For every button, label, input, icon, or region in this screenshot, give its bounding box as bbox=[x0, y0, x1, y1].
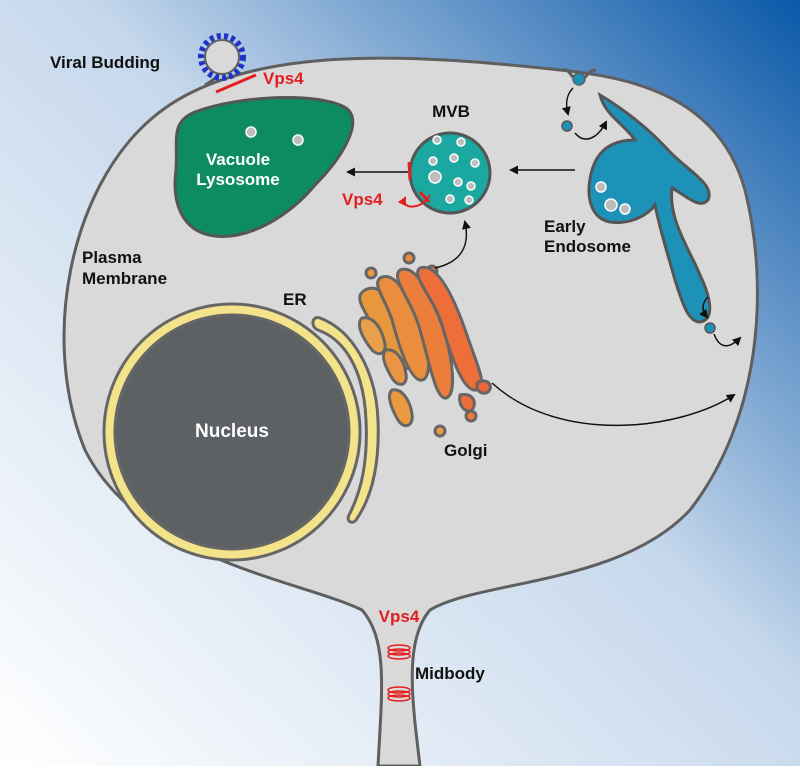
recycling-vesicle bbox=[704, 322, 716, 334]
vacuole-vesicle bbox=[245, 126, 257, 138]
label-vps4-top: Vps4 bbox=[263, 69, 304, 88]
endosome-vesicle bbox=[619, 203, 631, 215]
golgi-to-mvb-arrow bbox=[434, 220, 471, 269]
golgi-to-membrane-arrow bbox=[491, 382, 736, 427]
vps4-bar-mvb bbox=[407, 161, 412, 181]
er-cisterna bbox=[311, 316, 380, 524]
label-lysosome: Lysosome bbox=[196, 170, 279, 189]
endosome-vesicle bbox=[604, 198, 618, 212]
label-viral-budding: Viral Budding bbox=[50, 53, 160, 72]
trafficking-arrows bbox=[346, 87, 742, 427]
viral-coat bbox=[198, 33, 246, 81]
vesicle-to-endosome-arrow bbox=[574, 120, 607, 140]
label-vps4-midbody: Vps4 bbox=[379, 607, 420, 626]
endocytosis-arrow bbox=[561, 87, 574, 116]
label-nucleus: Nucleus bbox=[195, 421, 269, 442]
endosome-vesicle bbox=[595, 181, 607, 193]
vps4-bar-top bbox=[215, 73, 257, 94]
label-plasma: Plasma bbox=[82, 248, 142, 267]
vps4-bar-mvb-2 bbox=[418, 190, 431, 204]
vacuole-vesicle bbox=[292, 134, 304, 146]
viral-bud bbox=[198, 33, 246, 87]
label-midbody: Midbody bbox=[415, 664, 485, 683]
label-vacuole: Vacuole bbox=[206, 150, 270, 169]
mvb bbox=[408, 131, 492, 215]
vacuole-lysosome bbox=[173, 95, 355, 238]
label-membrane: Membrane bbox=[82, 269, 167, 288]
label-golgi: Golgi bbox=[444, 441, 487, 460]
recycling-to-membrane-arrow bbox=[713, 333, 742, 347]
label-mvb: MVB bbox=[432, 102, 470, 121]
endocytic-vesicle bbox=[561, 120, 573, 132]
label-vps4-mvb: Vps4 bbox=[342, 190, 383, 209]
recycling-arrow bbox=[699, 296, 709, 319]
budding-vesicle bbox=[572, 72, 586, 86]
virus-particle bbox=[204, 39, 240, 75]
label-endosome: Endosome bbox=[544, 237, 631, 256]
golgi bbox=[357, 251, 492, 438]
label-early: Early bbox=[544, 217, 586, 236]
early-endosome bbox=[587, 91, 712, 324]
label-er: ER bbox=[283, 290, 307, 309]
nucleus bbox=[113, 313, 351, 551]
midbody bbox=[387, 644, 411, 702]
